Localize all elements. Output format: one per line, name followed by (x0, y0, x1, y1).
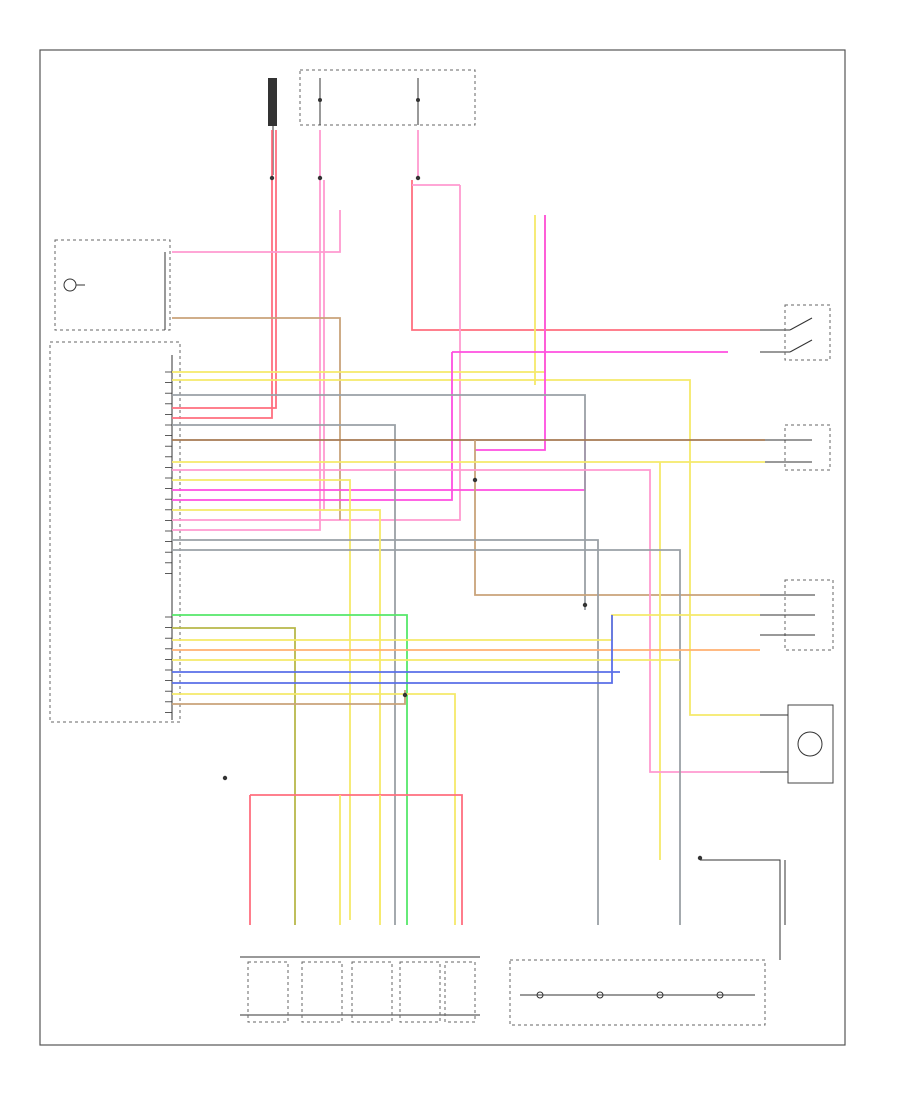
brake-switch (760, 304, 831, 361)
hot-in-run-fuse-block (299, 69, 476, 126)
pcm-pin-rows (165, 371, 172, 713)
hot-at-all-times-fuse (268, 78, 277, 175)
cruise-release-switch (765, 424, 831, 471)
transmission-solenoid-connector (240, 956, 480, 1023)
transmission-range-switch (760, 579, 834, 651)
powertrain-control-module (49, 341, 181, 723)
splices (222, 175, 703, 861)
pressure-switch-assembly (509, 959, 766, 1026)
malfunction-indicator-lamp (54, 239, 171, 331)
wire-harness (172, 130, 786, 960)
diagram-frame (39, 49, 846, 1046)
vehicle-speed-sensor (760, 704, 834, 784)
